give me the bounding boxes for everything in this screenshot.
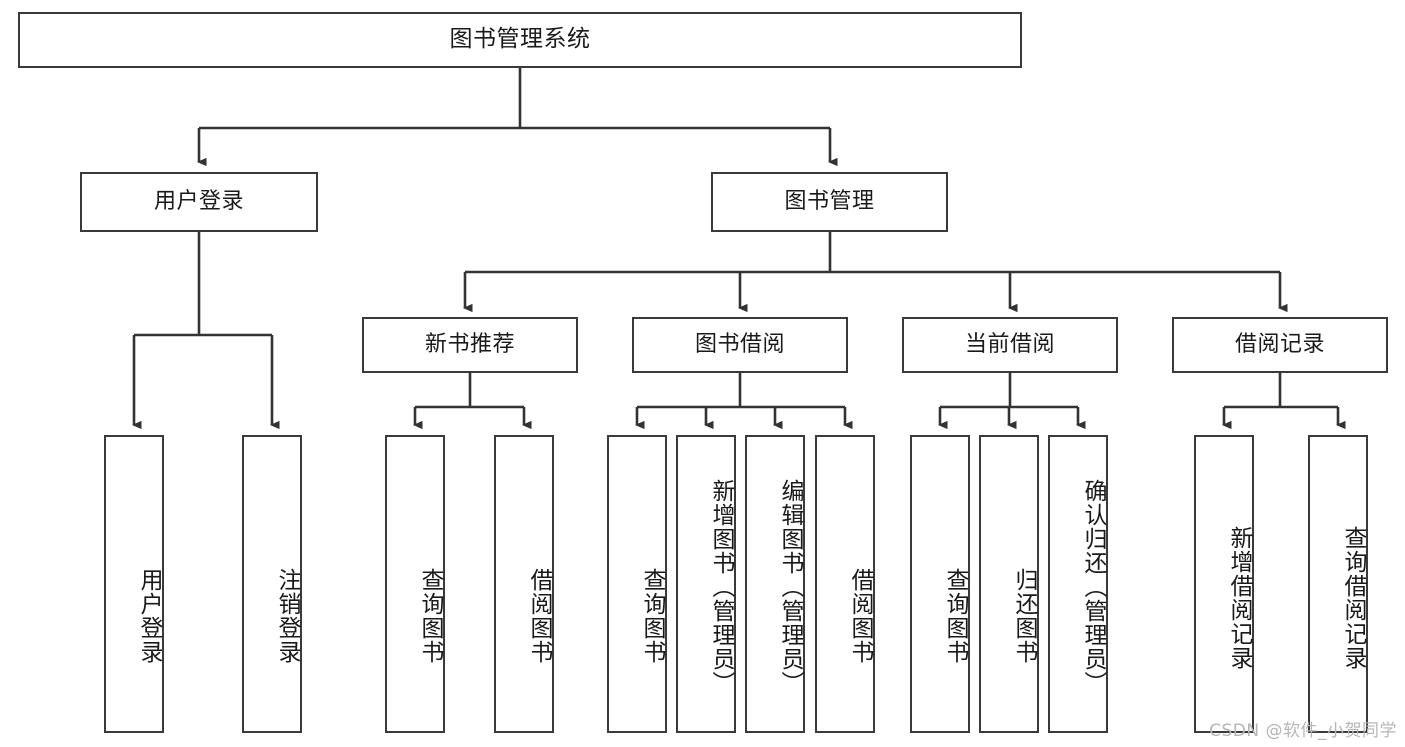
node-label: 查询图书 — [417, 568, 443, 664]
node-label: 注销登录 — [274, 568, 300, 664]
node-new-book-recommend[interactable]: 新书推荐 — [362, 317, 578, 373]
node-root-book-management-system[interactable]: 图书管理系统 — [18, 12, 1022, 68]
node-label: 查询图书 — [639, 568, 665, 664]
node-label: 用户登录 — [136, 568, 162, 664]
leaf-query-book-recommend[interactable]: 查询图书 — [385, 435, 445, 733]
leaf-query-book-borrow[interactable]: 查询图书 — [607, 435, 667, 733]
leaf-query-borrow-record[interactable]: 查询借阅记录 — [1308, 435, 1368, 733]
node-label: 用户登录 — [153, 188, 244, 214]
node-label: 图书借阅 — [694, 331, 785, 357]
csdn-watermark: CSDN @软件_小贺同学 — [1209, 721, 1397, 741]
leaf-add-borrow-record[interactable]: 新增借阅记录 — [1194, 435, 1254, 733]
leaf-edit-book-admin[interactable]: 编辑图书（管理员） — [745, 435, 805, 733]
leaf-borrow-book-recommend[interactable]: 借阅图书 — [494, 435, 554, 733]
node-label: 新增图书（管理员） — [708, 479, 734, 695]
node-current-borrow[interactable]: 当前借阅 — [902, 317, 1118, 373]
node-label: 图书管理 — [784, 188, 875, 214]
leaf-return-book[interactable]: 归还图书 — [979, 435, 1039, 733]
node-book-borrow[interactable]: 图书借阅 — [632, 317, 848, 373]
leaf-user-login[interactable]: 用户登录 — [104, 435, 164, 733]
leaf-query-book-current[interactable]: 查询图书 — [910, 435, 970, 733]
node-label: 查询图书 — [942, 568, 968, 664]
node-label: 当前借阅 — [964, 331, 1055, 357]
leaf-logout-login[interactable]: 注销登录 — [242, 435, 302, 733]
leaf-confirm-return-admin[interactable]: 确认归还（管理员） — [1048, 435, 1108, 733]
node-book-management[interactable]: 图书管理 — [711, 172, 948, 232]
node-label: 图书管理系统 — [449, 26, 591, 53]
node-label: 借阅图书 — [847, 568, 873, 664]
node-borrow-record[interactable]: 借阅记录 — [1172, 317, 1388, 373]
node-label: 确认归还（管理员） — [1080, 479, 1106, 695]
node-user-login[interactable]: 用户登录 — [80, 172, 318, 232]
leaf-borrow-book-borrow[interactable]: 借阅图书 — [815, 435, 875, 733]
node-label: 编辑图书（管理员） — [777, 479, 803, 695]
node-label: 查询借阅记录 — [1340, 526, 1366, 670]
node-label: 借阅记录 — [1234, 331, 1325, 357]
node-label: 新书推荐 — [424, 331, 515, 357]
node-label: 借阅图书 — [526, 568, 552, 664]
node-label: 归还图书 — [1011, 568, 1037, 664]
node-label: 新增借阅记录 — [1226, 526, 1252, 670]
leaf-add-book-admin[interactable]: 新增图书（管理员） — [676, 435, 736, 733]
